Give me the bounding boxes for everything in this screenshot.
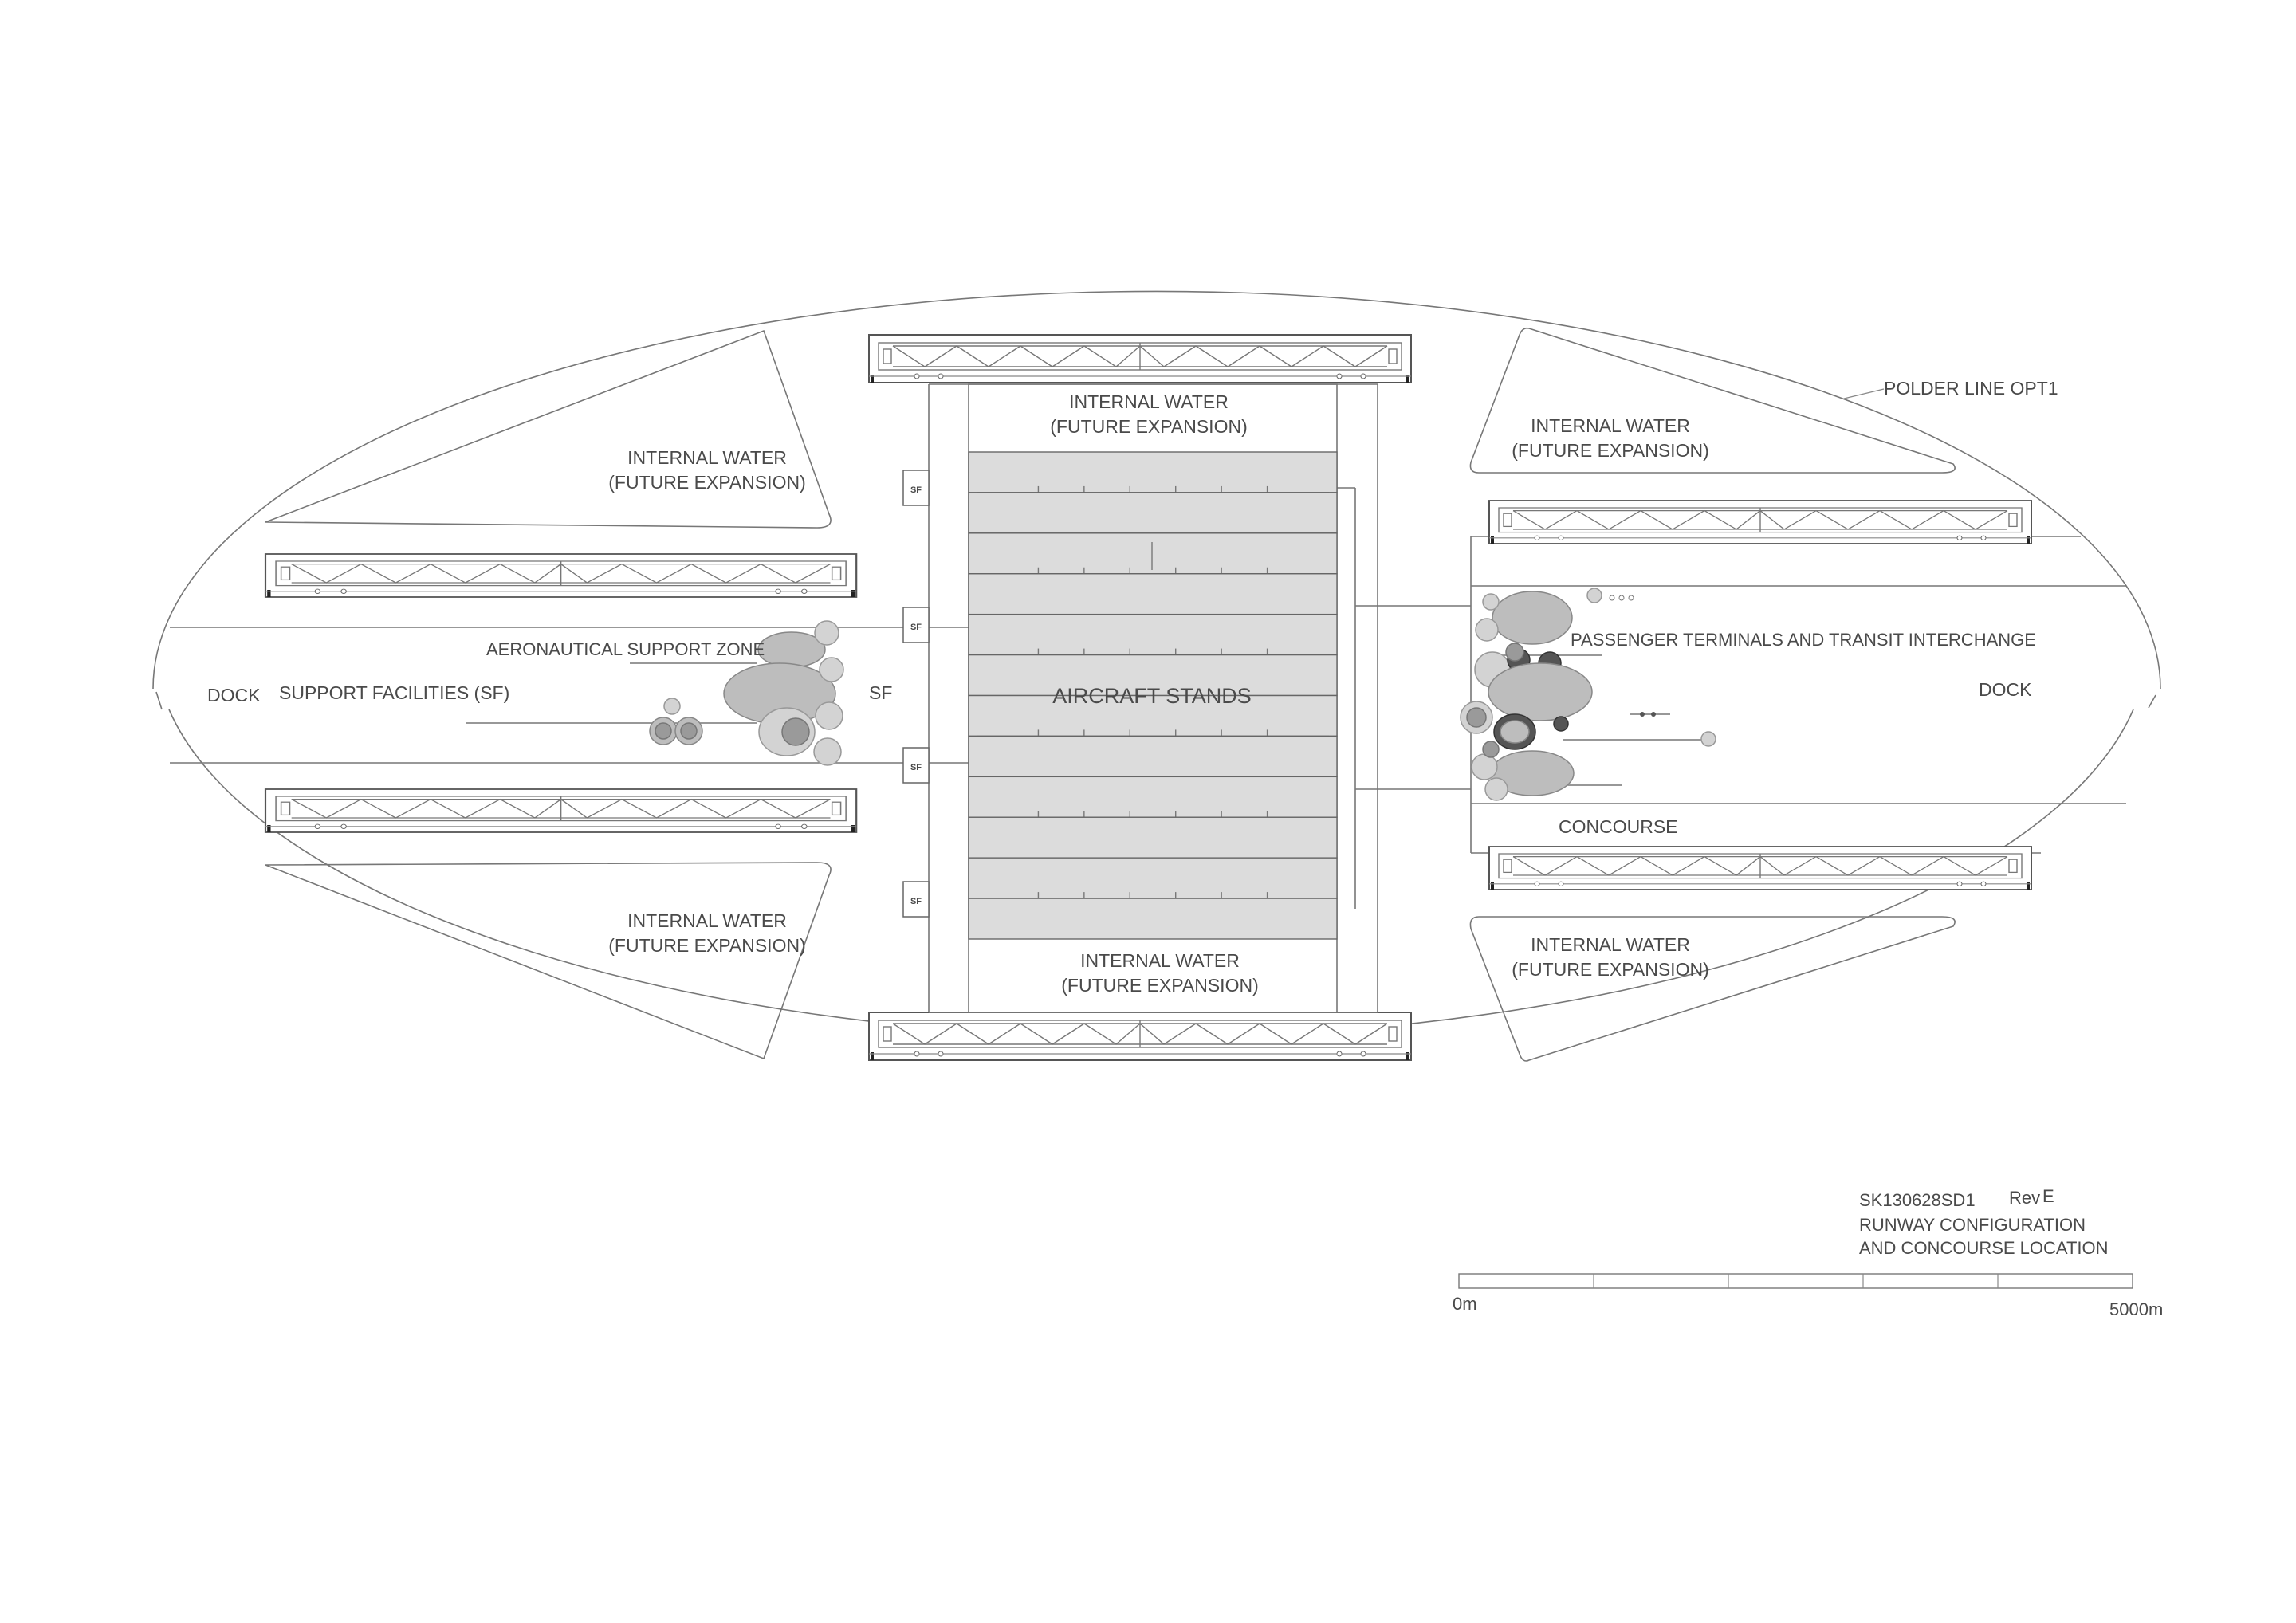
scale-start-label: 0m <box>1453 1294 1477 1314</box>
runway-bottom <box>867 1011 1413 1062</box>
internal-water-ne-label: INTERNAL WATER (FUTURE EXPANSION) <box>1512 415 1708 461</box>
sf-box-4: SF <box>902 881 930 918</box>
drawing-number: SK130628SD1 <box>1859 1190 1976 1210</box>
concourse-label: CONCOURSE <box>1559 816 1678 837</box>
stand-row <box>968 816 1338 859</box>
svg-text:SF: SF <box>910 485 922 495</box>
sf-label: SF <box>869 682 892 703</box>
svg-text:(FUTURE EXPANSION): (FUTURE EXPANSION) <box>608 935 805 956</box>
svg-text:INTERNAL WATER: INTERNAL WATER <box>1531 934 1690 955</box>
internal-water-top-label: INTERNAL WATER (FUTURE EXPANSION) <box>1050 391 1247 437</box>
svg-text:INTERNAL WATER: INTERNAL WATER <box>627 910 787 931</box>
stand-row <box>968 857 1338 899</box>
stand-row <box>968 898 1338 940</box>
stand-row <box>968 654 1338 697</box>
stand-row <box>968 573 1338 615</box>
runway-west-south <box>265 789 856 832</box>
svg-text:(FUTURE EXPANSION): (FUTURE EXPANSION) <box>1050 416 1247 437</box>
internal-water-se-label: INTERNAL WATER (FUTURE EXPANSION) <box>1512 934 1708 980</box>
dock-east-label: DOCK <box>1979 679 2032 700</box>
water-zone-ne <box>1469 327 1956 474</box>
runway-east-south <box>1488 845 2033 891</box>
water-zone-sw <box>265 862 832 1060</box>
runway-west-north <box>265 554 856 597</box>
drawing-title-line2: AND CONCOURSE LOCATION <box>1859 1238 2109 1258</box>
scale-bar: 0m 5000m <box>1453 1273 2163 1319</box>
svg-text:SF: SF <box>910 897 922 906</box>
support-facilities-label: SUPPORT FACILITIES (SF) <box>279 682 509 703</box>
svg-text:(FUTURE EXPANSION): (FUTURE EXPANSION) <box>1512 959 1708 980</box>
svg-text:(FUTURE EXPANSION): (FUTURE EXPANSION) <box>608 472 805 493</box>
internal-water-bottom-label: INTERNAL WATER (FUTURE EXPANSION) <box>1061 950 1258 996</box>
passenger-terminal-buildings <box>1460 588 1716 801</box>
water-zone-se <box>1469 916 1956 1062</box>
stand-row <box>968 532 1338 575</box>
drawing-title-line1: RUNWAY CONFIGURATION <box>1859 1215 2086 1235</box>
title-block: SK130628SD1 Rev E RUNWAY CONFIGURATION A… <box>1859 1186 2109 1258</box>
aeronautical-support-zone-label: AERONAUTICAL SUPPORT ZONE <box>486 639 765 659</box>
runway-east-north <box>1488 499 2033 545</box>
stand-row <box>968 451 1338 493</box>
sf-box-1: SF <box>902 470 930 506</box>
stand-row <box>968 776 1338 818</box>
rev-value: E <box>2042 1186 2054 1206</box>
internal-water-sw-label: INTERNAL WATER (FUTURE EXPANSION) <box>608 910 805 956</box>
stand-row <box>968 613 1338 656</box>
aircraft-stands-label: AIRCRAFT STANDS <box>1052 684 1252 708</box>
svg-text:INTERNAL WATER: INTERNAL WATER <box>1080 950 1240 971</box>
passenger-terminals-label: PASSENGER TERMINALS AND TRANSIT INTERCHA… <box>1571 630 2036 650</box>
svg-text:(FUTURE EXPANSION): (FUTURE EXPANSION) <box>1061 975 1258 996</box>
sf-box-2: SF <box>902 607 930 643</box>
stand-row <box>968 735 1338 778</box>
sf-box-3: SF <box>902 747 930 784</box>
dock-west-label: DOCK <box>207 685 261 705</box>
svg-text:SF: SF <box>910 763 922 772</box>
svg-text:INTERNAL WATER: INTERNAL WATER <box>627 447 787 468</box>
water-zone-nw <box>265 329 832 529</box>
svg-text:SF: SF <box>910 623 922 632</box>
svg-text:INTERNAL WATER: INTERNAL WATER <box>1531 415 1690 436</box>
stand-row <box>968 492 1338 534</box>
svg-text:(FUTURE EXPANSION): (FUTURE EXPANSION) <box>1512 440 1708 461</box>
stand-row <box>968 694 1338 737</box>
rev-label: Rev <box>2009 1188 2040 1208</box>
polder-line-label: POLDER LINE OPT1 <box>1884 378 2058 399</box>
svg-text:INTERNAL WATER: INTERNAL WATER <box>1069 391 1229 412</box>
scale-end-label: 5000m <box>2109 1299 2163 1319</box>
internal-water-nw-label: INTERNAL WATER (FUTURE EXPANSION) <box>608 447 805 493</box>
aeronautical-support-buildings <box>466 620 844 766</box>
aircraft-stands <box>968 451 1338 940</box>
west-dock-corridor <box>170 627 901 764</box>
runway-top <box>867 333 1413 384</box>
